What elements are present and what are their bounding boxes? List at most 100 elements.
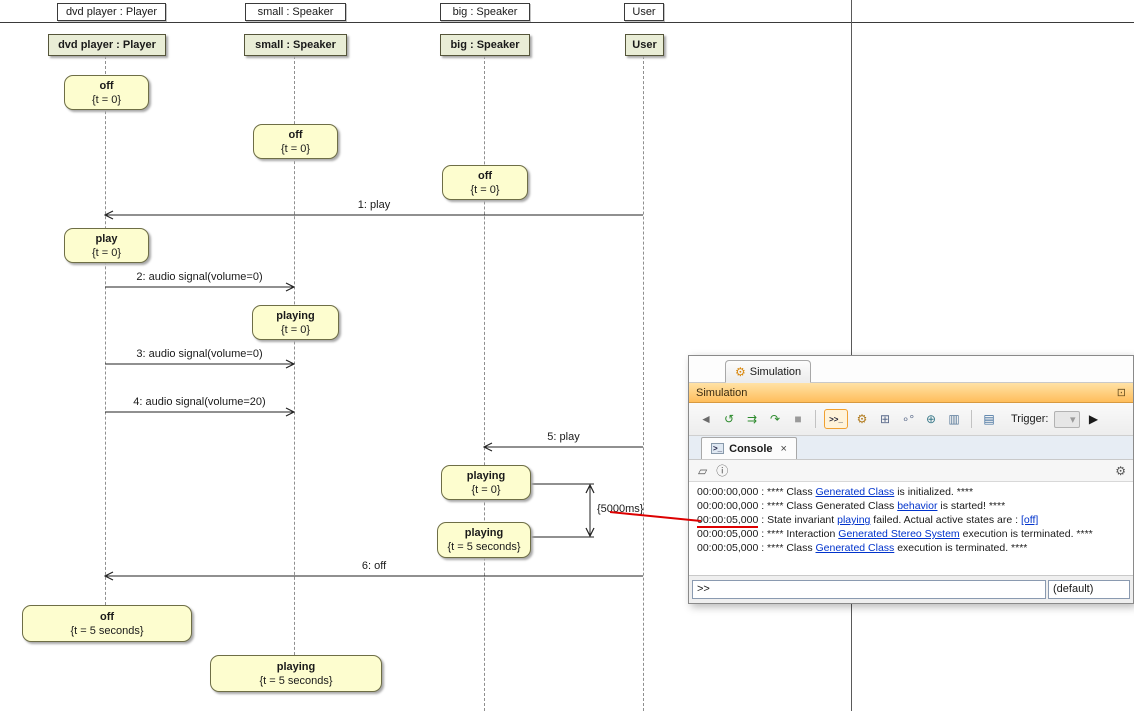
step-over-icon[interactable]: ↷ — [769, 412, 781, 426]
state-invariant[interactable]: playing{t = 5 seconds} — [210, 655, 382, 692]
console-log-line: 00:00:00,000 : **** Class Generated Clas… — [697, 485, 1125, 499]
message-label[interactable]: 5: play — [547, 431, 580, 443]
state-invariant[interactable]: playing {t = 5 seconds} — [437, 522, 531, 558]
lifeline-header[interactable]: User — [624, 3, 664, 21]
state-time-constraint: {t = 5 seconds} — [259, 674, 333, 687]
state-name: playing — [276, 309, 315, 322]
console-log-line: 00:00:05,000 : **** Interaction Generate… — [697, 527, 1125, 541]
state-time-constraint: {t = 5 seconds} — [447, 541, 521, 553]
console-hyperlink[interactable]: playing — [837, 514, 871, 526]
lifeline-head[interactable]: big : Speaker — [440, 34, 530, 56]
console-icon: >_ — [711, 443, 725, 454]
console-settings-icon[interactable]: ⚙ — [1115, 463, 1126, 478]
state-invariant[interactable]: off{t = 0} — [253, 124, 338, 159]
message-label[interactable]: 2: audio signal(volume=0) — [136, 271, 263, 283]
duration-constraint-label[interactable]: {5000ms} — [597, 503, 644, 515]
console-button[interactable]: >>_ — [824, 409, 848, 429]
state-time-constraint: {t = 5 seconds} — [70, 624, 144, 637]
state-invariant[interactable]: playing{t = 0} — [252, 305, 339, 340]
resume-icon[interactable]: ⇉ — [746, 412, 758, 426]
info-icon[interactable]: ⓘ — [716, 464, 729, 478]
trigger-label: Trigger: — [1011, 413, 1049, 425]
message-label[interactable]: 6: off — [361, 560, 387, 572]
lifeline — [105, 56, 106, 640]
web-ui-icon[interactable]: ⊕ — [925, 412, 937, 426]
console-text: 00:00:00,000 : **** Class — [697, 486, 816, 498]
float-window-icon[interactable]: ⊡ — [1116, 387, 1126, 399]
console-text: failed. Actual active states are : — [870, 514, 1021, 526]
state-invariant[interactable]: play{t = 0} — [64, 228, 149, 263]
console-text: 00:00:05,000 — [697, 514, 759, 528]
state-invariant[interactable]: playing{t = 0} — [441, 465, 531, 500]
lifeline — [643, 56, 644, 711]
state-time-constraint: {t = 0} — [470, 183, 500, 196]
state-name: off — [99, 610, 115, 623]
variables-icon[interactable]: ⊞ — [879, 412, 891, 426]
state-name: off — [288, 128, 303, 141]
console-text: 00:00:05,000 : **** Class — [697, 542, 816, 554]
console-hyperlink[interactable]: [off] — [1020, 514, 1039, 526]
simulation-gear-icon: ⚙ — [735, 364, 746, 379]
simulation-titlebar[interactable]: Simulation ⊡ — [689, 383, 1133, 403]
lifeline-head[interactable]: small : Speaker — [244, 34, 347, 56]
console-input-row: >> (default) — [689, 576, 1133, 603]
step-back-icon[interactable]: ◄ — [700, 412, 712, 426]
state-time-constraint: {t = 0} — [280, 323, 311, 336]
tab-simulation[interactable]: ⚙ Simulation — [725, 360, 812, 383]
lifeline-header[interactable]: big : Speaker — [440, 3, 530, 21]
animation-icon[interactable]: ▥ — [948, 412, 960, 426]
state-name: off — [99, 79, 114, 92]
simulation-title: Simulation — [696, 386, 748, 399]
breakpoints-icon[interactable]: ∘° — [901, 412, 915, 426]
tab-console[interactable]: >_ Console × — [701, 437, 797, 459]
console-text: 00:00:05,000 : **** Interaction — [697, 528, 839, 540]
lifeline-head[interactable]: dvd player : Player — [48, 34, 166, 56]
message-label[interactable]: 3: audio signal(volume=0) — [136, 348, 263, 360]
context-dropdown[interactable]: (default) — [1048, 580, 1130, 599]
console-input[interactable]: >> — [692, 580, 1046, 599]
simulation-options-icon[interactable]: ⚙ — [856, 412, 868, 426]
message-label[interactable]: 1: play — [357, 199, 391, 211]
lifeline-header[interactable]: dvd player : Player — [57, 3, 166, 21]
state-invariant[interactable]: off{t = 5 seconds} — [22, 605, 192, 642]
close-tab-icon[interactable]: × — [780, 442, 787, 455]
console-hyperlink[interactable]: Generated Class — [815, 542, 895, 554]
console-text: is initialized. **** — [894, 486, 974, 498]
lifeline-head[interactable]: User — [625, 34, 664, 56]
state-invariant[interactable]: off{t = 0} — [442, 165, 528, 200]
trigger-dropdown[interactable]: ▾ — [1053, 410, 1080, 428]
toolbar-separator — [815, 410, 816, 428]
state-time-constraint: {t = 0} — [471, 483, 501, 496]
clear-console-icon[interactable]: ▱ — [698, 463, 708, 478]
toolbar-separator — [971, 410, 972, 428]
restart-icon[interactable]: ↺ — [723, 412, 735, 426]
state-name: playing — [276, 660, 316, 673]
state-time-constraint: {t = 0} — [91, 93, 122, 106]
simulation-toolbar: ◄ ↺ ⇉ ↷ ■ >>_ ⚙ ⊞ ∘° ⊕ ▥ ▤ Trigger: ▾ ▶ — [689, 403, 1133, 436]
tab-simulation-label: Simulation — [749, 365, 802, 378]
duration-constraint — [529, 483, 594, 538]
state-name: play — [95, 232, 118, 245]
console-hyperlink[interactable]: Generated Stereo System — [838, 528, 960, 540]
state-time-constraint: {t = 0} — [280, 142, 311, 155]
stop-icon[interactable]: ■ — [794, 412, 802, 426]
console-tab-row: >_ Console × — [689, 436, 1133, 460]
lifeline-header[interactable]: small : Speaker — [245, 3, 346, 21]
console-text: 00:00:00,000 : **** Class Generated Clas… — [697, 500, 898, 512]
console-log-line: 00:00:05,000 : **** Class Generated Clas… — [697, 541, 1125, 555]
console-hyperlink[interactable]: behavior — [897, 500, 938, 512]
send-trigger-icon[interactable]: ▶ — [1088, 412, 1099, 426]
simulation-tab-row: ⚙ Simulation — [689, 356, 1133, 383]
console-hyperlink[interactable]: Generated Class — [815, 486, 895, 498]
state-name: off — [477, 169, 493, 182]
export-log-icon[interactable]: ▤ — [983, 412, 995, 426]
state-name: playing — [464, 527, 504, 539]
console-log[interactable]: 00:00:00,000 : **** Class Generated Clas… — [689, 482, 1133, 576]
console-text: execution is terminated. **** — [894, 542, 1028, 554]
state-invariant[interactable]: off{t = 0} — [64, 75, 149, 110]
message-label[interactable]: 4: audio signal(volume=20) — [133, 396, 266, 408]
simulation-window: ⚙ Simulation Simulation ⊡ ◄ ↺ ⇉ ↷ ■ >>_ ⚙ ⊞ ∘° ⊕ ▥… — [688, 355, 1134, 604]
header-divider — [0, 22, 1134, 23]
console-log-line: 00:00:05,000 : State invariant playing f… — [697, 513, 1125, 528]
